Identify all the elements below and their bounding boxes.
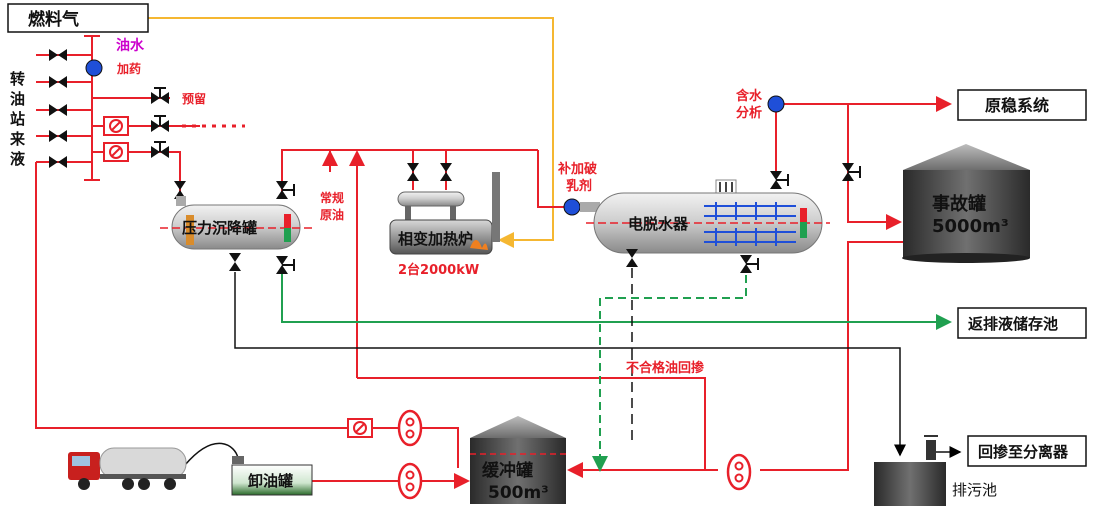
electric-dehydrator: 电脱水器 [580,180,830,253]
fuel-gas-box: 燃料气 [8,4,148,32]
return-storage-label: 返排液储存池 [968,315,1058,333]
crude-stabilization-label: 原稳系统 [985,96,1049,115]
inlet-valve-3 [49,104,67,116]
fuel-gas-label: 燃料气 [28,9,79,30]
water-analysis-label-1: 含水 [735,88,763,104]
inlet-char-2: 站 [10,110,25,128]
inlet-char-3: 来 [9,130,26,148]
inlet-pump-2 [104,143,128,161]
settling-tank-label: 压力沉降罐 [182,219,257,237]
tanker-truck-image [68,448,186,490]
truck-hose [185,443,238,465]
phase-change-heater: 相变加热炉 [390,163,500,254]
accident-tank-cap: 5000m³ [932,216,1009,237]
water-analysis-node [768,96,784,112]
recycle-separator-box: 回掺至分离器 [968,436,1086,466]
inlet-valves [49,49,67,168]
inlet-valve-1 [49,49,67,61]
return-storage-box: 返排液储存池 [958,308,1086,338]
dosing-node [86,60,102,76]
recycle-separator-label: 回掺至分离器 [978,443,1069,461]
reserved-valve [151,88,169,104]
heater-spec-label: 2台2000kW [398,262,479,278]
accident-tank-label: 事故罐 [932,193,986,215]
bottom-pump-box [348,419,372,437]
inlet-label: 转 油 站 来 液 [9,70,26,168]
demulsifier-node [564,199,580,215]
bottom-pump-1 [399,411,421,445]
regular-crude-label-2: 原油 [320,207,344,222]
dosing-label: 加药 [116,61,141,76]
bottom-pump-2 [399,464,421,498]
offspec-label: 不合格油回掺 [626,360,704,376]
crude-stabilization-box: 原稳系统 [958,90,1086,120]
inlet-valve-2 [49,76,67,88]
inlet-valve-4 [49,130,67,142]
reserved-label: 预留 [182,91,206,106]
demulsifier-label-1: 补加破 [557,161,597,177]
pressure-settling-tank: 压力沉降罐 [160,196,312,249]
water-line-settling [282,272,950,470]
accident-tank: 事故罐 5000m³ [902,144,1030,263]
dehydrator-label: 电脱水器 [628,215,689,233]
inlet-char-0: 转 [10,70,25,88]
buffer-tank-cap: 500m³ [488,483,549,503]
bottom-pump-3 [728,455,750,489]
heater-label: 相变加热炉 [398,230,473,248]
buffer-tank-label: 缓冲罐 [482,460,533,481]
demulsifier-label-2: 乳剂 [566,178,592,194]
regular-crude-label-1: 常规 [320,190,344,205]
oil-water-label: 油水 [116,37,145,54]
inlet-valve-5 [49,156,67,168]
water-analysis-label-2: 分析 [736,105,762,121]
unloading-tank-label: 卸油罐 [248,472,293,490]
drain-line [235,268,960,458]
unloading-tank: 卸油罐 [232,456,312,495]
accident-tank-valve [842,163,860,181]
inlet-char-4: 液 [10,150,26,168]
inlet-pump-1 [104,117,128,135]
buffer-tank: 缓冲罐 500m³ [470,416,566,504]
inlet-char-1: 油 [10,90,25,108]
sewage-pool-label: 排污池 [952,481,997,499]
